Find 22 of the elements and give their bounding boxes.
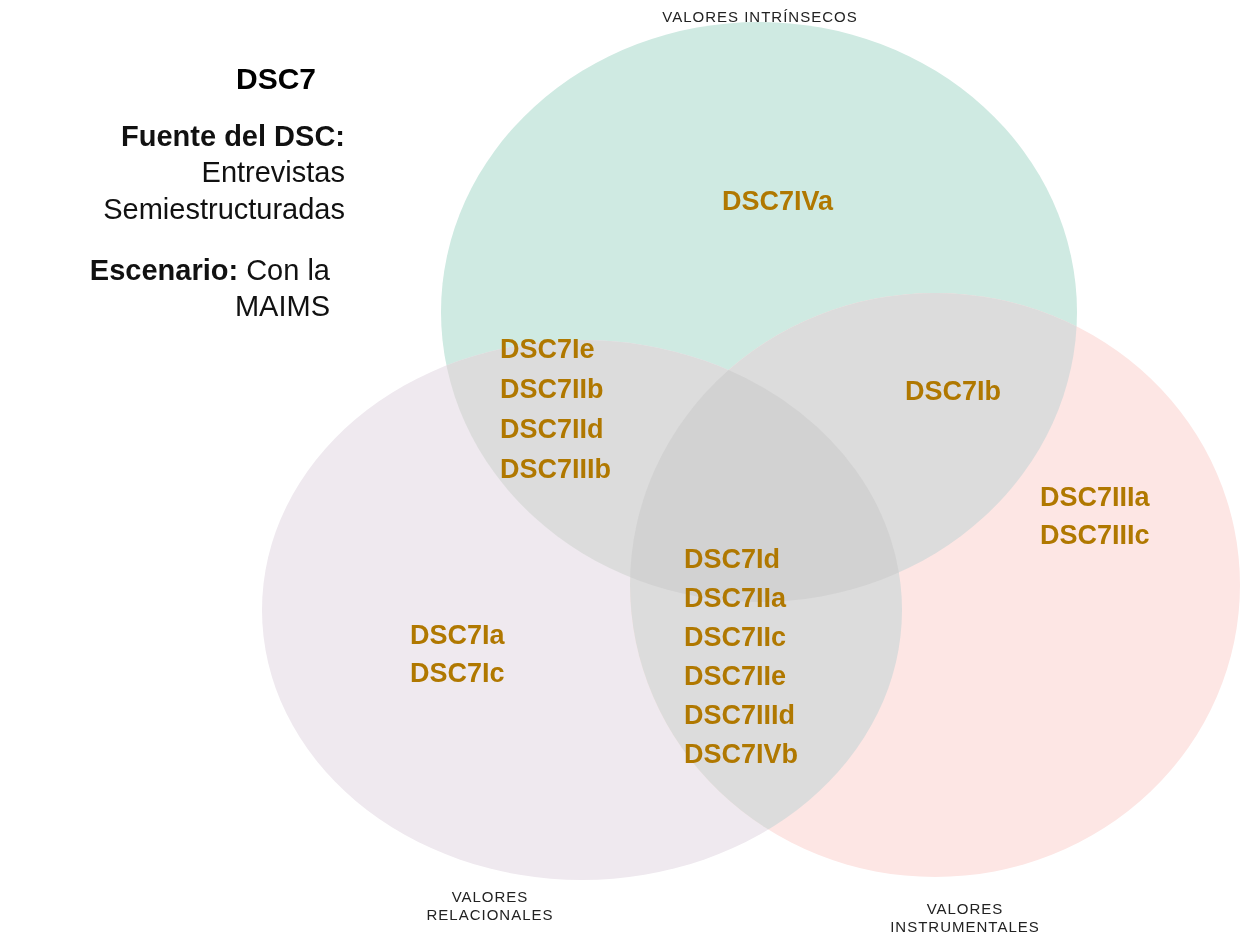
code-label: DSC7Ib [905, 378, 1002, 405]
code-label: DSC7IId [500, 416, 604, 443]
code-label: DSC7IIIa [1040, 484, 1150, 511]
note-text: Fuente del DSC: Entrevistas Semiestructuradas [102, 119, 345, 227]
code-label: DSC7IIId [684, 702, 796, 729]
code-label: DSC7Ic [410, 660, 505, 687]
note-text: Escenario: Con la MAIMS [88, 253, 330, 325]
set-label: VALORES RELACIONALES [425, 888, 555, 924]
diagram-title: DSC7 [236, 62, 317, 96]
code-label: DSC7IIc [684, 624, 787, 651]
code-label: DSC7IIIc [1040, 522, 1150, 549]
code-label: DSC7IVb [684, 741, 799, 768]
set-label: VALORES INSTRUMENTALES [889, 900, 1041, 936]
code-label: DSC7IIb [500, 376, 604, 403]
code-label: DSC7Id [684, 546, 781, 573]
code-label: DSC7Ia [410, 622, 505, 649]
set-label: VALORES INTRÍNSECOS [661, 8, 859, 26]
code-label: DSC7IVa [722, 188, 834, 215]
code-label: DSC7IIe [684, 663, 787, 690]
code-label: DSC7Ie [500, 336, 595, 363]
code-label: DSC7IIIb [500, 456, 612, 483]
code-label: DSC7IIa [684, 585, 787, 612]
